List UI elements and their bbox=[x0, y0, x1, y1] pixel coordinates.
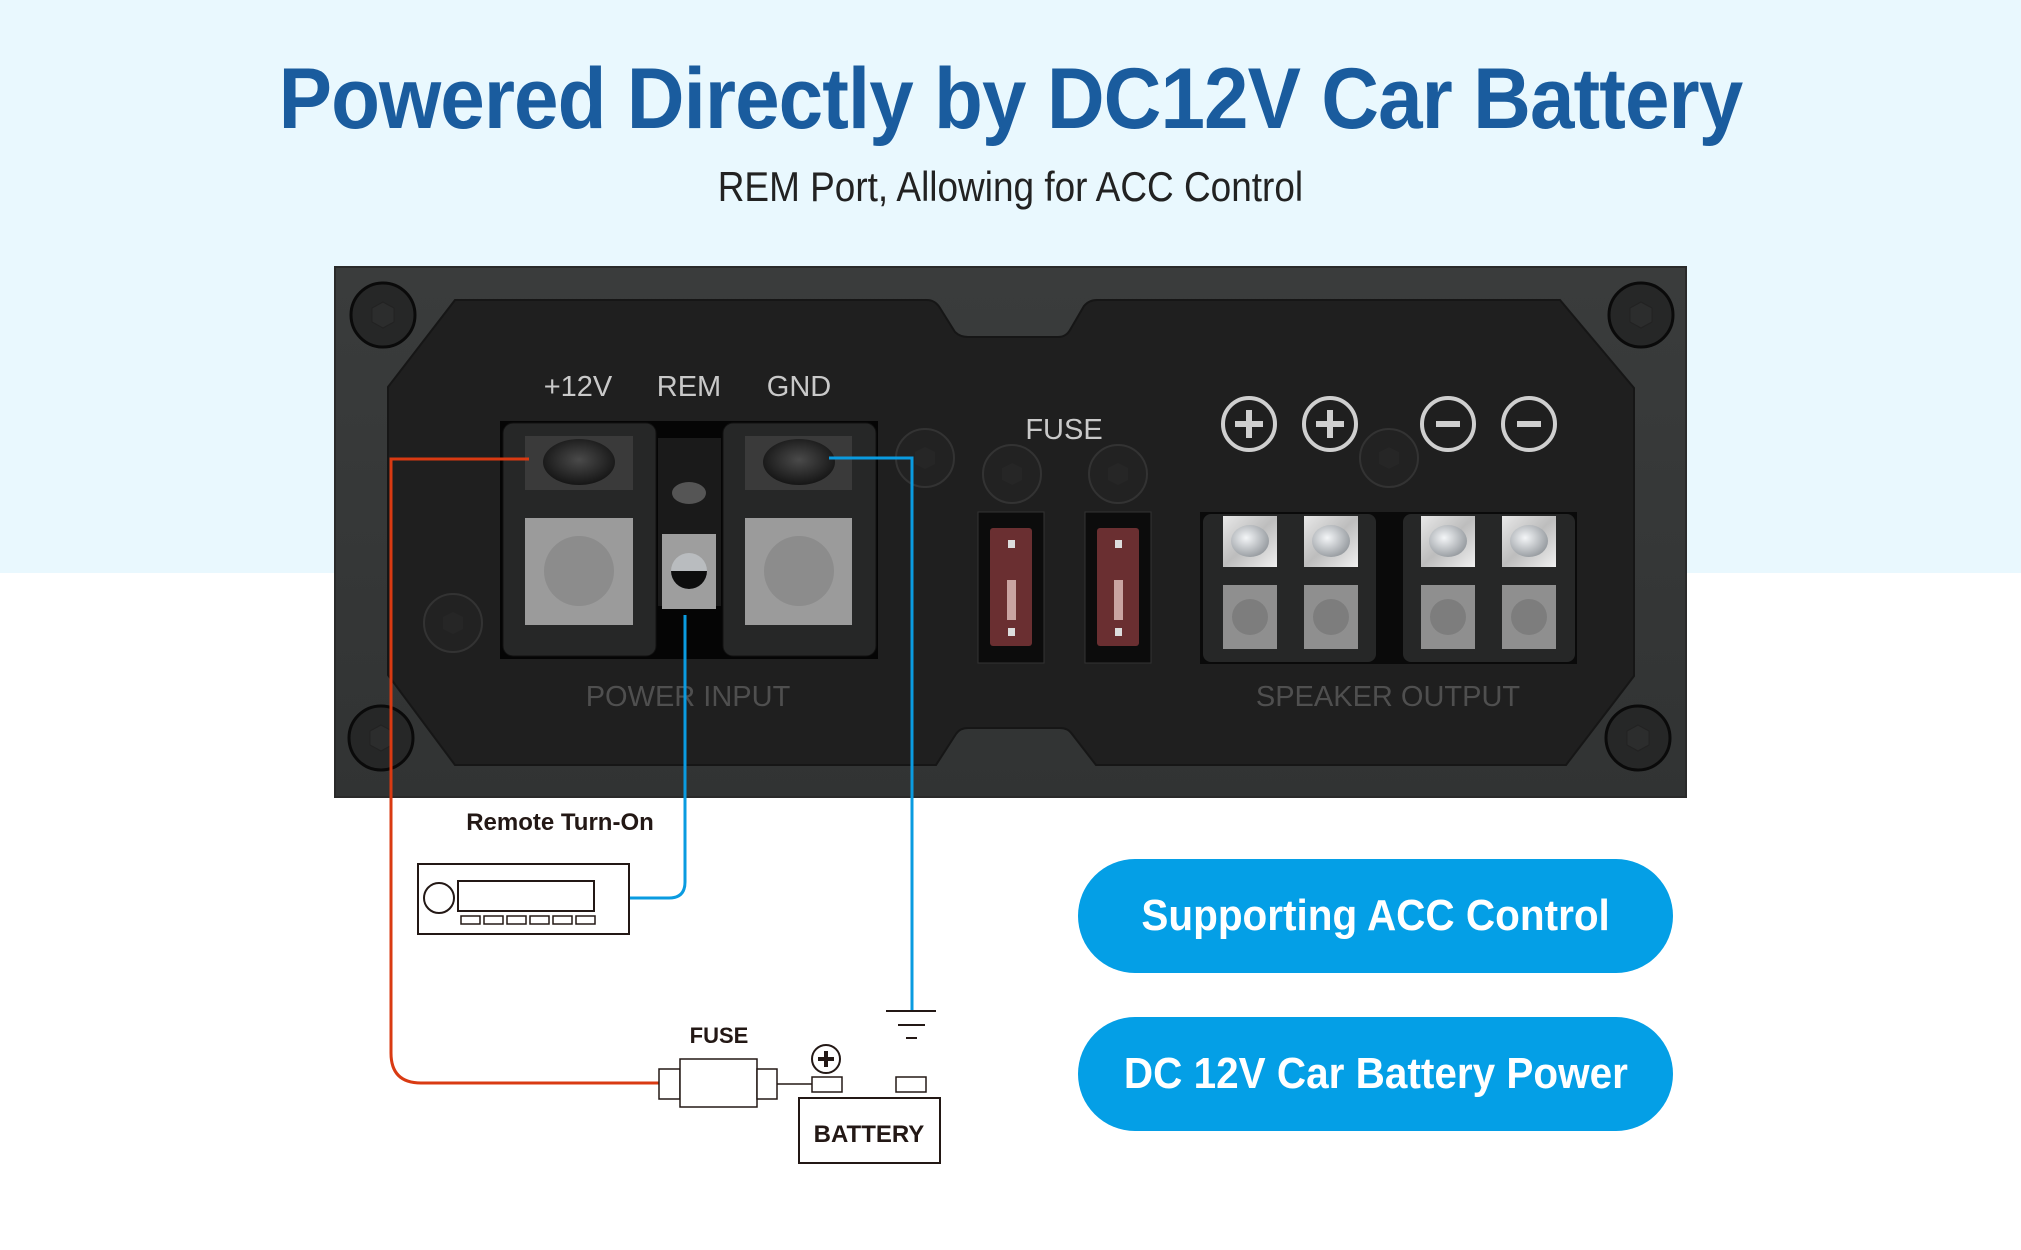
inner-screw bbox=[423, 593, 483, 653]
panel-fuse-label: FUSE bbox=[1025, 414, 1102, 446]
speaker-terminal bbox=[1304, 516, 1358, 649]
page-title: Powered Directly by DC12V Car Battery bbox=[278, 51, 1744, 147]
minus-icon bbox=[1501, 396, 1557, 452]
terminal-gnd bbox=[722, 422, 877, 657]
fuse-slot-1[interactable] bbox=[977, 511, 1045, 664]
plus-icon bbox=[1302, 396, 1358, 452]
corner-screw-top-left bbox=[349, 281, 417, 349]
battery-label: BATTERY bbox=[814, 1121, 925, 1148]
fuse-slot-2[interactable] bbox=[1084, 511, 1152, 664]
feature-pill-acc-control: Supporting ACC Control bbox=[1078, 859, 1673, 973]
ground-wire bbox=[829, 456, 914, 1011]
terminal-label-12v: +12V bbox=[544, 371, 613, 403]
power-input-label: POWER INPUT bbox=[586, 681, 791, 713]
corner-screw-bottom-right bbox=[1604, 704, 1672, 772]
inner-screw bbox=[982, 444, 1042, 504]
ground-icon bbox=[886, 1010, 936, 1039]
terminal-label-rem: REM bbox=[657, 371, 721, 403]
terminal-12v bbox=[502, 422, 657, 657]
speaker-terminal bbox=[1223, 516, 1277, 649]
amplifier-panel: +12V REM GND bbox=[334, 266, 1687, 798]
terminal-label-gnd: GND bbox=[767, 371, 831, 403]
remote-turn-on-label: Remote Turn-On bbox=[466, 809, 654, 836]
battery-icon bbox=[798, 1044, 941, 1164]
corner-screw-top-right bbox=[1607, 281, 1675, 349]
speaker-terminal bbox=[1421, 516, 1475, 649]
wiring-diagram: Remote Turn-On FUSE bbox=[389, 456, 941, 1164]
inline-fuse-label: FUSE bbox=[690, 1023, 749, 1048]
plus-icon bbox=[1221, 396, 1277, 452]
power-wire bbox=[389, 457, 659, 1085]
feature-pill-battery-power: DC 12V Car Battery Power bbox=[1078, 1017, 1673, 1131]
remote-wire bbox=[629, 615, 687, 900]
power-input-terminal-block bbox=[500, 421, 878, 659]
speaker-terminal bbox=[1502, 516, 1556, 649]
feature-pill-label: Supporting ACC Control bbox=[1141, 891, 1610, 940]
inner-screw bbox=[1088, 444, 1148, 504]
minus-icon bbox=[1420, 396, 1476, 452]
feature-pill-label: DC 12V Car Battery Power bbox=[1123, 1049, 1628, 1098]
speaker-output-label: SPEAKER OUTPUT bbox=[1256, 681, 1521, 713]
inner-screw bbox=[1359, 428, 1419, 488]
page-subtitle: REM Port, Allowing for ACC Control bbox=[717, 163, 1304, 210]
head-unit-icon bbox=[417, 863, 630, 935]
terminal-rem bbox=[658, 438, 721, 609]
speaker-output-terminal-block bbox=[1200, 512, 1577, 664]
inline-fuse-icon bbox=[658, 1058, 812, 1108]
corner-screw-bottom-left bbox=[347, 704, 415, 772]
